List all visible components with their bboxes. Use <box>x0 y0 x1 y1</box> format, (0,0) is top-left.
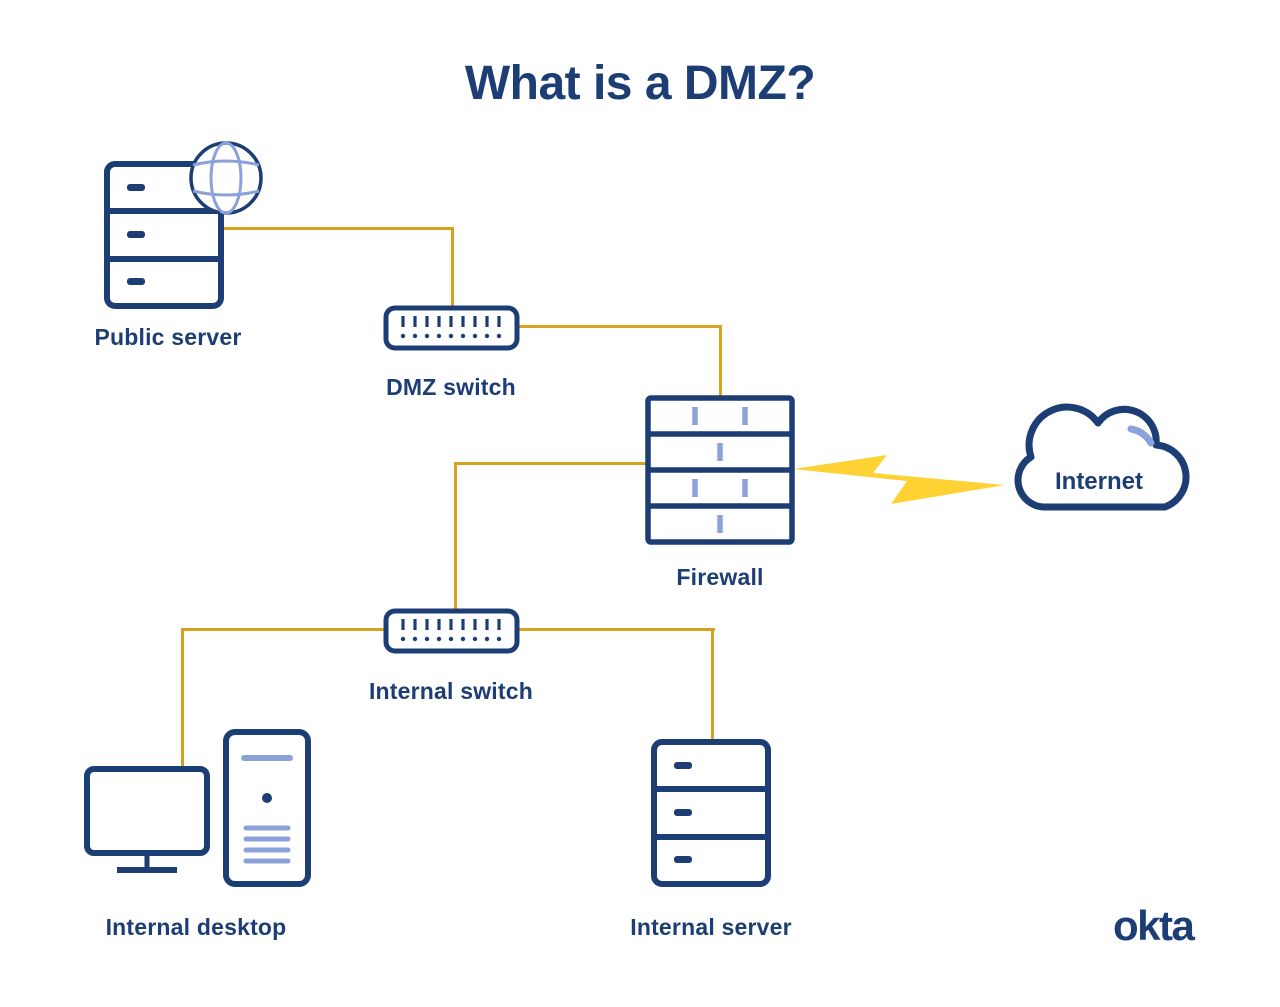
connector-firewall-to-internal-switch-h <box>454 462 648 465</box>
globe-icon <box>189 141 263 215</box>
desktop-tower-icon <box>223 729 311 887</box>
connector-public-server-to-dmz-switch-v <box>451 227 454 308</box>
connector-internal-switch-to-server-h <box>517 628 715 631</box>
node-label-internet: Internet <box>1055 468 1143 495</box>
connector-firewall-to-internal-switch-v <box>454 462 457 611</box>
switch-icon-dmz <box>383 305 520 351</box>
server-icon-internal <box>650 738 772 888</box>
connector-internal-switch-to-desktop-h <box>181 628 386 631</box>
node-label-firewall: Firewall <box>676 564 764 590</box>
node-label-internal-switch: Internal switch <box>368 678 534 704</box>
lightning-bolt-icon <box>793 455 1005 504</box>
connector-internal-switch-to-desktop-v <box>181 628 184 768</box>
switch-icon-internal <box>383 608 520 654</box>
connector-dmz-switch-to-firewall-v <box>719 325 722 398</box>
diagram-title: What is a DMZ? <box>464 57 816 110</box>
cloud-icon: Internet <box>1014 403 1190 511</box>
okta-logo: okta <box>1113 902 1195 949</box>
firewall-icon <box>645 395 795 545</box>
connector-public-server-to-dmz-switch-h <box>224 227 454 230</box>
cloud-highlight-arc <box>1127 425 1155 447</box>
connector-internal-switch-to-server-v <box>711 628 714 741</box>
node-label-internal-desktop: Internal desktop <box>105 914 287 940</box>
monitor-icon <box>84 766 210 873</box>
connector-dmz-switch-to-firewall-h <box>517 325 722 328</box>
node-label-internal-server: Internal server <box>630 914 792 940</box>
node-label-public-server: Public server <box>94 324 242 350</box>
node-label-dmz-switch: DMZ switch <box>386 374 516 400</box>
